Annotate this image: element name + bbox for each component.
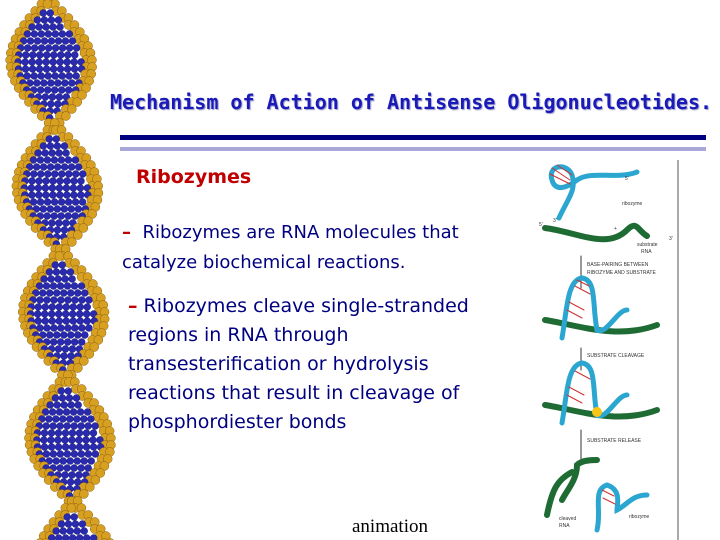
svg-text:SUBSTRATE CLEAVAGE: SUBSTRATE CLEAVAGE bbox=[587, 353, 645, 359]
animation-link[interactable]: animation bbox=[352, 516, 428, 537]
svg-text:cleaved: cleaved bbox=[559, 516, 576, 522]
svg-text:+: + bbox=[614, 226, 617, 232]
svg-text:RNA: RNA bbox=[641, 249, 652, 255]
slide-title: Mechanism of Action of Antisense Oligonu… bbox=[110, 90, 713, 114]
svg-text:SUBSTRATE RELEASE: SUBSTRATE RELEASE bbox=[587, 438, 642, 444]
svg-text:5': 5' bbox=[539, 222, 543, 228]
title-rule-light bbox=[120, 147, 706, 151]
dna-helix-image bbox=[5, 0, 116, 540]
svg-text:RIBOZYME AND SUBSTRATE: RIBOZYME AND SUBSTRATE bbox=[587, 270, 656, 276]
bullet-2: – Ribozymes cleave single-stranded regio… bbox=[128, 295, 469, 433]
title-rule-dark bbox=[120, 135, 706, 140]
svg-text:3': 3' bbox=[669, 236, 673, 242]
svg-text:ribozyme: ribozyme bbox=[629, 514, 650, 520]
ribozyme-diagram: 5' ribozyme 3' 5' + 3' substrate RNA BAS… bbox=[539, 160, 679, 540]
svg-text:ribozyme: ribozyme bbox=[622, 201, 643, 207]
slide-subtitle: Ribozymes bbox=[136, 166, 252, 188]
svg-text:substrate: substrate bbox=[637, 242, 658, 248]
svg-text:3': 3' bbox=[553, 218, 557, 224]
svg-text:BASE-PAIRING BETWEEN: BASE-PAIRING BETWEEN bbox=[587, 262, 649, 268]
svg-text:RNA: RNA bbox=[559, 523, 570, 529]
svg-text:5': 5' bbox=[625, 176, 629, 182]
bullet-1: – Ribozymes are RNA molecules that catal… bbox=[122, 222, 459, 273]
